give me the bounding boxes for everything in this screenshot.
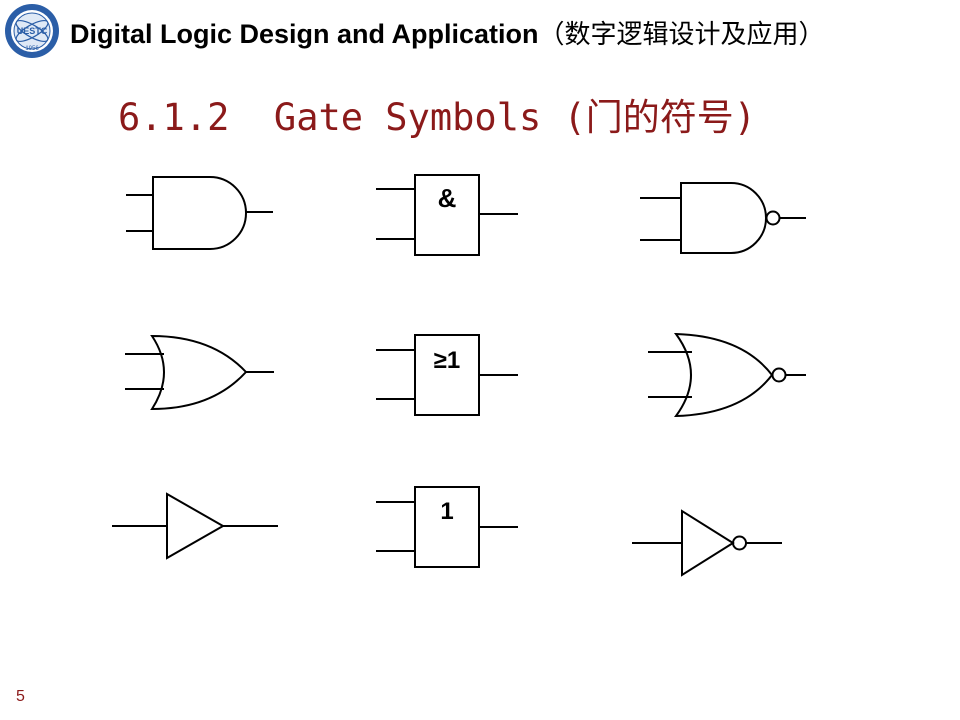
and-gate-ieee-label: & [438, 183, 457, 213]
logo-year: 1956 [25, 46, 39, 52]
buffer-gate-ieee-label: 1 [440, 498, 453, 525]
university-seal-icon: UESTC 1956 [5, 4, 59, 58]
or-gate-ieee-symbol: ≥1 [376, 334, 518, 416]
buffer-gate-symbol [112, 492, 278, 560]
logo-text: UESTC [17, 26, 48, 36]
and-gate-ieee-symbol: & [376, 174, 518, 256]
buffer-gate-ieee-symbol: 1 [376, 486, 518, 568]
course-title-en: Digital Logic Design and Application [70, 19, 539, 49]
nor-gate-symbol [648, 332, 806, 418]
course-title: Digital Logic Design and Application（数字逻… [70, 14, 950, 54]
or-gate-symbol [125, 334, 274, 411]
slide-title: 6.1.2 Gate Symbols (门的符号) [118, 96, 757, 139]
not-gate-symbol [632, 509, 782, 577]
page-number: 5 [16, 688, 25, 705]
course-title-cn: （数字逻辑设计及应用） [538, 20, 825, 50]
nand-gate-symbol [640, 182, 806, 254]
and-gate-symbol [126, 176, 273, 250]
or-gate-ieee-label: ≥1 [434, 347, 461, 374]
